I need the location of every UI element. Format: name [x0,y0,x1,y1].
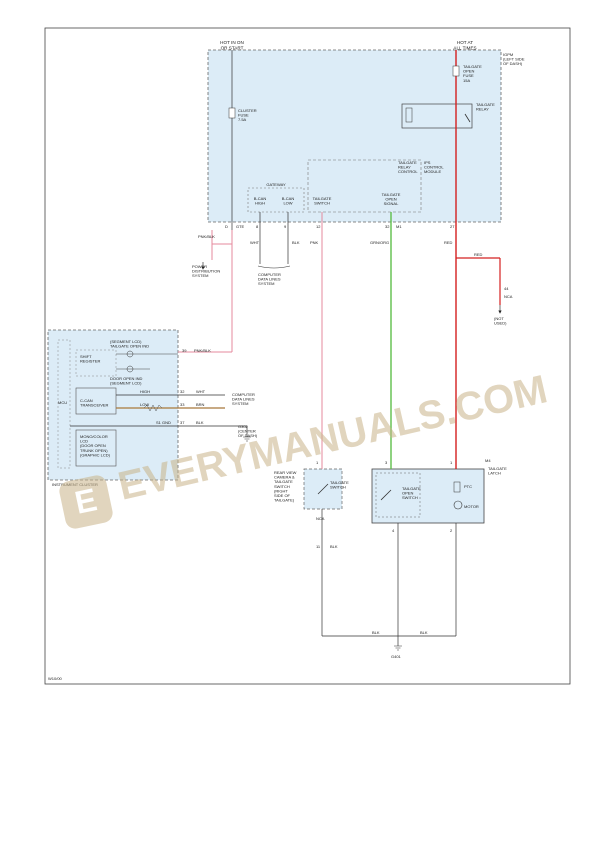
connector-ipm1: GTE [236,224,245,229]
ground-icon [394,645,402,651]
tailgate-open-switch-box [375,472,421,518]
wire-label-brn: BRN [196,402,205,407]
pin-relay: 27 [450,224,455,229]
pin-gnd: 37 [180,420,185,425]
gnd-label: S1 GND [156,420,171,425]
wire-label-blk3: BLK [330,544,338,549]
tailgate-fuse-icon [452,65,460,77]
ptc-icon [453,481,461,493]
pin-cluster-in: 39 [182,348,187,353]
wire-label-pnk-blk: PNK/BLK [198,234,215,239]
pin-nca: 44 [504,286,509,291]
tailgate-relay [401,103,473,129]
wire-label-grn-org: GRN/ORG [370,240,389,245]
pin-sw-bottom: 11 [316,544,321,549]
high-label: HIGH [140,389,150,394]
wire-label-red: RED [444,240,453,245]
ccan-transceiver-box [75,387,117,415]
tailgate-latch [371,468,485,524]
relay-contact-icon [464,113,471,123]
wire-label-blk4: BLK [372,630,380,635]
wire-label-wht2: WHT [196,389,206,394]
pin-tg-switch: 12 [316,224,321,229]
pin-bcan-high: 8 [256,224,259,229]
cluster-fuse-icon [228,107,236,119]
low-label: LOW [140,402,149,407]
gateway-box [247,187,305,213]
wire-label-blk5: BLK [420,630,428,635]
connector-latch: M4 [485,458,491,463]
wire-label-blk2: BLK [196,420,204,425]
footer-code: W10/00 [48,676,63,681]
resistor [143,404,163,412]
pin-low: 33 [180,402,185,407]
bracket-data-lines [257,265,291,269]
ptc-label: PTC [464,484,472,489]
segment-tailgate-label: (SEGMENT LCD)TAILGATE OPEN IND [110,339,149,349]
wire-label-wht: WHT [250,240,260,245]
wire-label-red2: RED [474,252,483,257]
pin-tg-open: 32 [385,224,390,229]
connector-nca: NCA [504,294,513,299]
watermark-logo [59,475,113,529]
mcu-box [57,339,71,469]
pin-latch-mid: 1 [450,460,453,465]
pin-cluster: D [225,224,228,229]
open-switch-contact-icon [380,489,392,501]
connector-ipm2: M1 [396,224,402,229]
switch-contact-icon [317,483,329,495]
ground-g401-label: G401 [391,654,402,659]
pin-bcan-low: 9 [284,224,287,229]
pin-latch-top: 3 [385,460,388,465]
wire-label-pnk-blk-in: PNK/BLK [194,348,211,353]
motor-label: MOTOR [464,504,479,509]
motor-icon [453,500,463,510]
relay-coil-icon [405,107,413,123]
wire-label-blk: BLK [292,240,300,245]
connector-sw: NCA [316,516,325,521]
shift-register-box [75,349,117,377]
pin-latch-left: 4 [392,528,395,533]
ips-control-module [307,159,422,213]
pin-sw-top: 1 [316,460,319,465]
instrument-cluster [47,329,179,481]
segment-door-label: DOOR OPEN IND(SEGMENT LCD) [110,376,143,386]
wire-label-pnk: PNK [310,240,319,245]
mono-lcd-box [75,429,117,467]
gateway-label: GATEWAY [266,182,286,187]
mcu-label: MCU [58,400,67,405]
pin-latch-right: 2 [450,528,453,533]
pin-high: 32 [180,389,185,394]
